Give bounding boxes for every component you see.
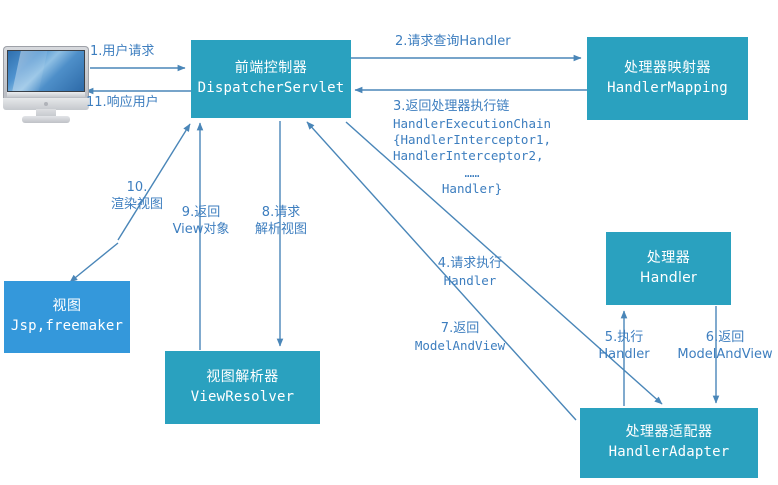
node-dispatcher-servlet[interactable]: 前端控制器 DispatcherServlet <box>191 40 351 118</box>
node-view-resolver-cn: 视图解析器 <box>206 368 279 385</box>
edge-9-label-line1: 9.返回 <box>181 205 221 220</box>
edge-3-label-line5: …… <box>464 164 480 180</box>
node-dispatcher-servlet-en: DispatcherServlet <box>197 80 345 96</box>
node-handler-adapter[interactable]: 处理器适配器 HandlerAdapter <box>580 408 758 478</box>
node-handler-adapter-en: HandlerAdapter <box>608 444 730 460</box>
edge-3-label-line4: HandlerInterceptor2, <box>393 148 544 164</box>
node-handler-adapter-cn: 处理器适配器 <box>625 424 713 441</box>
node-view-resolver-en: ViewResolver <box>190 388 295 405</box>
node-handler-mapping-en: HandlerMapping <box>607 79 728 96</box>
edge-4-label-line2: Handler <box>443 272 497 288</box>
edge-5-label-line2: Handler <box>598 346 650 362</box>
edge-4-label-line1: 4.请求执行 <box>437 256 503 271</box>
edge-3-label: 3.返回处理器执行链 HandlerExecutionChain {Handle… <box>393 99 551 197</box>
edge-1-label: 1.用户请求 <box>90 44 155 59</box>
monitor-bezel <box>3 46 89 102</box>
monitor-stand-base <box>22 116 70 123</box>
edge-8-label: 8.请求 解析视图 <box>243 205 319 239</box>
edge-2-label: 2.请求查询Handler <box>395 34 511 49</box>
edge-6-label-line2: ModelAndView <box>677 346 773 362</box>
monitor-logo-dot <box>44 102 48 106</box>
monitor-stand-neck <box>36 109 56 118</box>
client-monitor <box>3 46 89 123</box>
edge-3-label-line2: HandlerExecutionChain <box>393 115 552 131</box>
node-handler[interactable]: 处理器 Handler <box>606 232 731 305</box>
edge-3-label-line6: Handler} <box>441 180 503 196</box>
monitor-screen <box>7 50 85 92</box>
edge-7-label-line2: ModelAndView <box>414 337 506 353</box>
edge-9-label: 9.返回 View对象 <box>163 205 239 239</box>
node-handler-cn: 处理器 <box>646 249 691 266</box>
node-handler-mapping-cn: 处理器映射器 <box>624 59 711 76</box>
edge-6-label: 6.返回 ModelAndView <box>672 330 778 364</box>
edge-10-label: 10. 渲染视图 <box>95 180 179 214</box>
edge-9-label-line2: View对象 <box>172 221 230 237</box>
node-view-resolver[interactable]: 视图解析器 ViewResolver <box>165 351 320 424</box>
node-view-en: Jsp,freemaker <box>10 318 124 334</box>
edge-7-label: 7.返回 ModelAndView <box>398 321 522 354</box>
node-handler-mapping[interactable]: 处理器映射器 HandlerMapping <box>587 37 748 120</box>
edge-5-label: 5.执行 Handler <box>578 330 670 364</box>
edge-10-label-line1: 10. <box>126 180 148 195</box>
edge-11-label: 11.响应用户 <box>86 95 159 110</box>
edge-10-out-line <box>69 242 119 283</box>
edge-7-label-line1: 7.返回 <box>440 321 480 336</box>
edge-6-label-line1: 6.返回 <box>705 330 745 345</box>
edge-8-label-line1: 8.请求 <box>261 205 301 220</box>
edge-8-label-line2: 解析视图 <box>254 221 307 237</box>
edge-3-label-line3: {HandlerInterceptor1, <box>393 132 552 148</box>
edge-10-label-line2: 渲染视图 <box>110 196 163 212</box>
edge-3-label-line1: 3.返回处理器执行链 <box>393 99 510 114</box>
edge-4-label: 4.请求执行 Handler <box>420 256 520 289</box>
edge-5-label-line1: 5.执行 <box>604 330 644 345</box>
node-view-cn: 视图 <box>52 298 82 315</box>
node-handler-en: Handler <box>639 269 698 286</box>
node-view[interactable]: 视图 Jsp,freemaker <box>4 281 130 353</box>
node-dispatcher-servlet-cn: 前端控制器 <box>234 60 308 77</box>
monitor-keyboard-strip <box>7 92 85 97</box>
monitor-glare <box>10 51 48 91</box>
